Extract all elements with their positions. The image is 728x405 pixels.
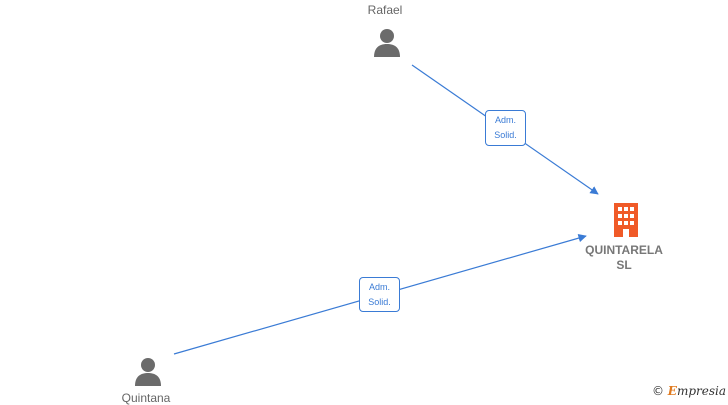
edge-label-rafael[interactable]: Adm. Solid. (485, 110, 526, 146)
role-line1: Adm. (494, 115, 516, 125)
copyright-symbol: © (651, 384, 664, 398)
person-icon[interactable] (372, 27, 402, 57)
empresia-watermark: © Empresia (652, 384, 726, 398)
person-icon[interactable] (133, 356, 163, 386)
person-label-quintana[interactable]: Quintana (121, 391, 171, 405)
edge-label-quintana[interactable]: Adm. Solid. (359, 277, 400, 312)
role-line1: Adm. (368, 282, 390, 292)
role-line2: Solid. (368, 297, 391, 307)
watermark-initial: E (667, 384, 677, 398)
company-label[interactable]: QUINTARELA SL (578, 243, 670, 273)
role-line2: Solid. (494, 130, 517, 140)
company-name-line1: QUINTARELA (585, 243, 663, 257)
building-icon[interactable] (611, 203, 641, 237)
watermark-text: mpresia (676, 384, 726, 398)
person-label-rafael[interactable]: Rafael (367, 3, 403, 17)
company-name-line2: SL (616, 258, 632, 272)
